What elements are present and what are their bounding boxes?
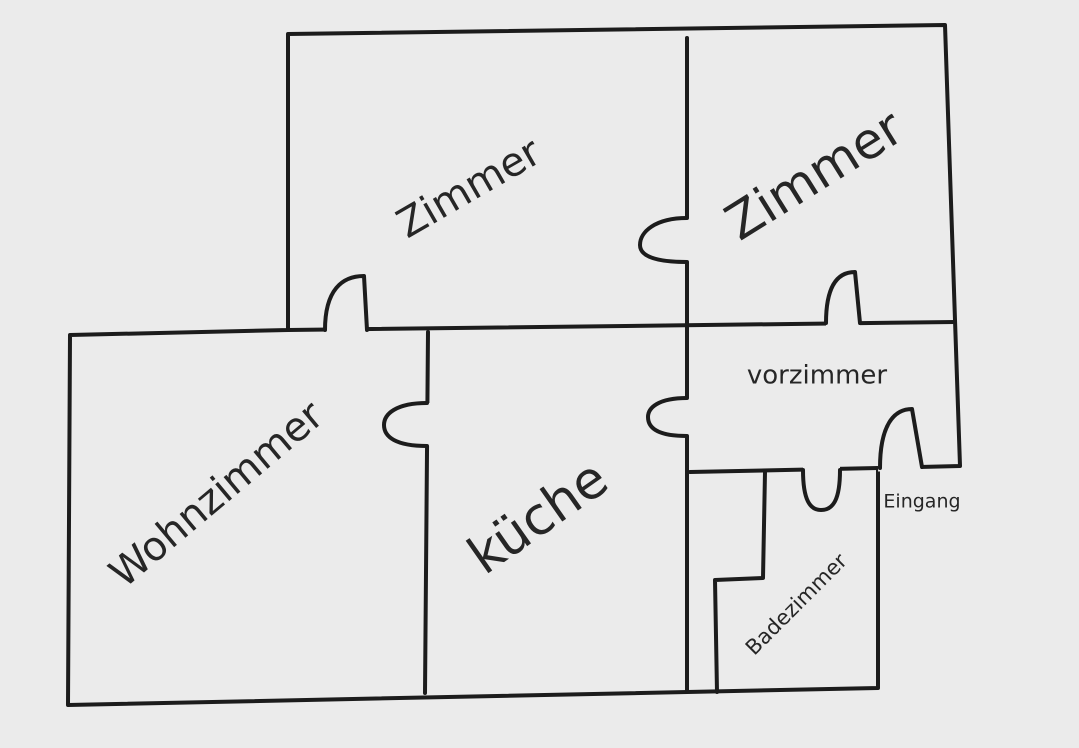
label-hallway: vorzimmer [747,361,888,391]
door-bathroom[interactable] [801,468,842,512]
door-kitchen-hallway[interactable] [646,396,689,438]
wall-bathroom-step [713,470,767,694]
door-room-right-side[interactable] [638,216,689,264]
door-room-right-bottom[interactable] [824,270,862,325]
wall-living-kitchen [423,330,430,695]
door-room-left[interactable] [323,274,369,332]
door-gap-entrance [877,463,923,472]
wall-hallway-bottom [688,466,880,474]
outer-wall [66,23,962,707]
label-entrance: Eingang [883,491,960,513]
door-living-kitchen[interactable] [382,401,429,448]
door-entrance[interactable] [878,407,924,470]
